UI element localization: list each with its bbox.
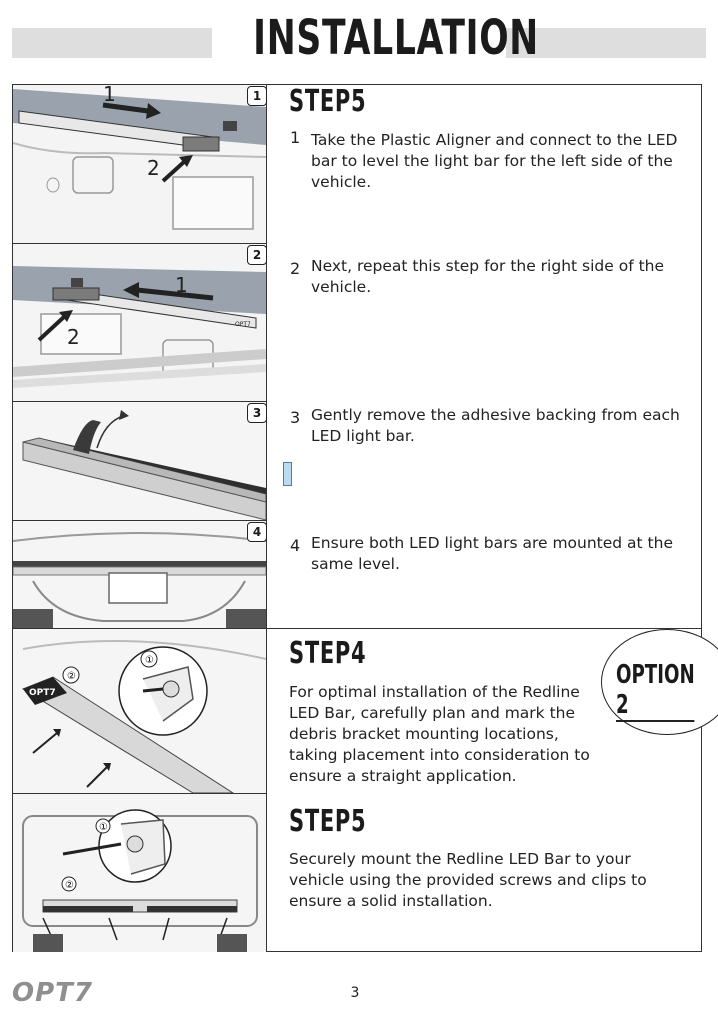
panel-badge-4: 4 (247, 522, 267, 542)
step-text-3: Gently remove the adhesive backing from … (311, 406, 680, 445)
illustration-panel-5: OPT7 ① ② (13, 629, 266, 793)
step-text-2: Next, repeat this step for the right sid… (311, 257, 665, 296)
option-badge (601, 629, 718, 735)
brand-logo: OPT7 (12, 978, 93, 1008)
page-title: INSTALLATION (253, 10, 539, 66)
illustration-panel-2: OPT7 1 2 (13, 244, 266, 401)
step-number-3: 3 (290, 408, 301, 427)
illustration-panel-6: ① ② (13, 794, 266, 952)
callout-2: 2 (67, 325, 80, 349)
step-number-4: 4 (290, 536, 301, 555)
illustration-panel-4 (13, 521, 266, 628)
callout-2: 2 (147, 156, 160, 180)
callout-1: ① (99, 822, 108, 833)
callout-1: 1 (103, 85, 116, 106)
bar-label: OPT7 (235, 321, 251, 328)
step-text-4: Ensure both LED light bars are mounted a… (311, 534, 673, 573)
illustration-panel-3 (13, 402, 266, 520)
bar-label: OPT7 (29, 688, 56, 698)
step4-text: For optimal installation of the Redline … (289, 683, 590, 785)
content-frame (12, 84, 702, 952)
step-number-2: 2 (290, 259, 301, 278)
panel-badge-1: 1 (247, 86, 267, 106)
text-cursor-marker (283, 462, 292, 486)
step-text-1: Take the Plastic Aligner and connect to … (311, 131, 678, 191)
callout-1: ① (145, 655, 154, 666)
callout-2: ② (67, 671, 76, 682)
step5-text: Securely mount the Redline LED Bar to yo… (289, 850, 647, 910)
illustration-panel-1: 1 2 (13, 85, 266, 243)
page-number: 3 (350, 985, 360, 1001)
step5-heading: STEP5 (289, 804, 367, 839)
panel-badge-2: 2 (247, 245, 267, 265)
callout-1: 1 (175, 273, 188, 297)
step-number-1: 1 (290, 128, 301, 147)
step-heading: STEP5 (289, 84, 367, 119)
header-band-right (506, 28, 706, 58)
option-label: OPTION 2 (616, 660, 695, 722)
header-band-left (12, 28, 212, 58)
callout-2: ② (65, 880, 74, 891)
panel-badge-3: 3 (247, 403, 267, 423)
step4-heading: STEP4 (289, 636, 367, 671)
frame-divider (266, 84, 267, 952)
